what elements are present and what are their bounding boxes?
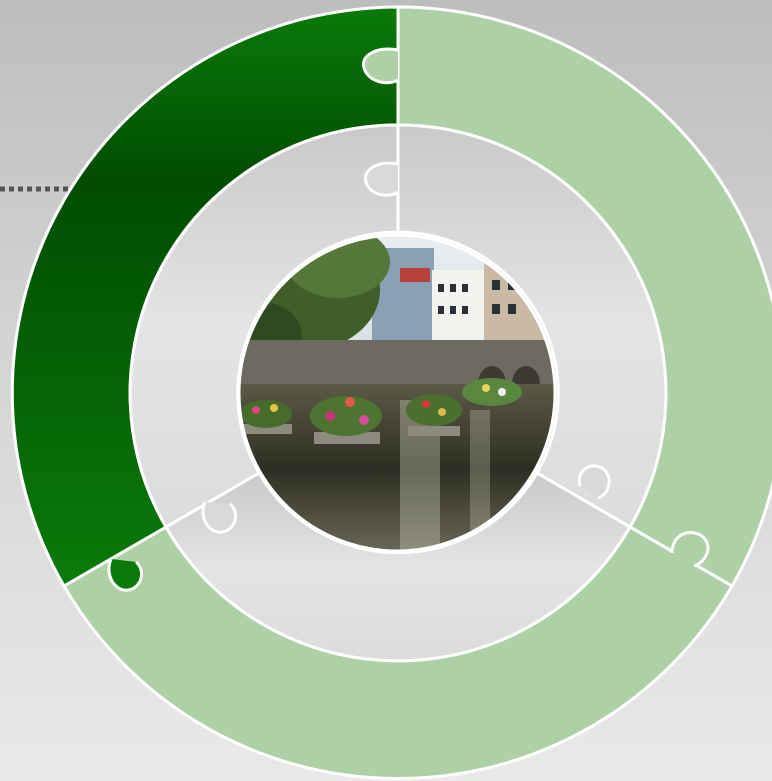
tab-bottom-right xyxy=(670,531,710,568)
stone-bridge xyxy=(239,340,555,384)
inner-ring-tabs xyxy=(201,161,611,534)
inner-ring xyxy=(128,123,668,663)
inner-segment-bottom[interactable] xyxy=(163,470,633,663)
inner-tab-right xyxy=(577,464,611,500)
inner-segment-right[interactable] xyxy=(396,123,668,530)
inner-tab-left xyxy=(201,501,238,534)
outer-ring-tabs xyxy=(107,47,710,592)
tab-bottom-left xyxy=(107,558,144,592)
flower-planters xyxy=(240,378,522,444)
tab-top xyxy=(361,47,399,85)
center-photo-border xyxy=(237,233,557,553)
center-photo xyxy=(239,235,555,551)
inner-tab-top xyxy=(363,161,399,197)
